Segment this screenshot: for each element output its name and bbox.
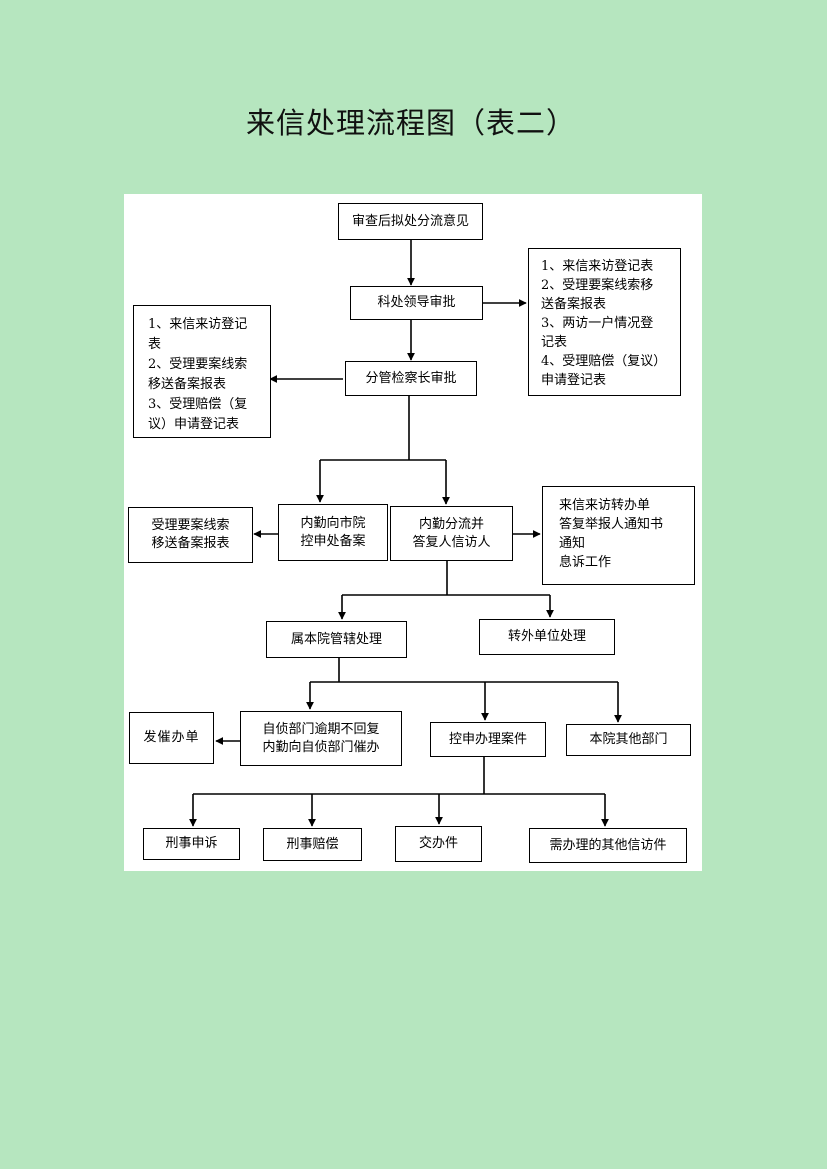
node-own-jurisdiction: 属本院管辖处理 (266, 621, 407, 658)
node-transfer-forms: 来信来访转办单 答复举报人通知书 通知 息诉工作 (542, 486, 695, 585)
node-transfer-unit: 转外单位处理 (479, 619, 615, 655)
transfer-forms-line-2: 答复举报人通知书 (559, 517, 664, 532)
left-forms-line-3: 2、受理要案线索 (148, 357, 248, 372)
case-clue-line-2: 移送备案报表 (151, 536, 230, 551)
left-forms-line-1: 1、来信来访登记 (148, 317, 248, 332)
flowchart-canvas: 审查后拟处分流意见 科处领导审批 1、来信来访登记表 2、受理要案线索移 送备案… (124, 194, 702, 871)
inner-distribution-line-2: 答复人信访人 (412, 534, 491, 550)
node-overdue-dept: 自侦部门逾期不回复 内勤向自侦部门催办 (240, 711, 402, 766)
node-other-depts: 本院其他部门 (566, 724, 691, 756)
node-issue-urge: 发催办单 (129, 712, 214, 764)
node-assigned-items: 交办件 (395, 826, 482, 862)
node-chief-approval: 分管检察长审批 (345, 361, 477, 396)
right-forms-line-5: 记表 (541, 335, 568, 350)
left-forms-line-6: 议）申请登记表 (148, 417, 240, 432)
node-other-letters: 需办理的其他信访件 (529, 828, 687, 863)
overdue-dept-line-2: 内勤向自侦部门催办 (262, 739, 380, 755)
left-forms-line-2: 表 (148, 337, 162, 352)
node-case-clue-report: 受理要案线索 移送备案报表 (128, 507, 253, 563)
city-filing-line-1: 内勤向市院 (300, 515, 366, 531)
right-forms-line-2: 2、受理要案线索移 (541, 278, 654, 293)
node-section-approval: 科处领导审批 (350, 286, 483, 320)
node-criminal-compensation: 刑事赔偿 (263, 828, 362, 861)
transfer-forms-line-4: 息诉工作 (559, 555, 612, 570)
node-inner-distribution: 内勤分流并 答复人信访人 (390, 506, 513, 561)
node-right-forms: 1、来信来访登记表 2、受理要案线索移 送备案报表 3、两访一户情况登 记表 4… (528, 248, 681, 396)
node-city-filing: 内勤向市院 控申处备案 (278, 504, 388, 561)
page-title: 来信处理流程图（表二） (245, 106, 576, 140)
city-filing-line-2: 控申处备案 (300, 533, 366, 549)
node-review-opinion: 审查后拟处分流意见 (338, 203, 483, 240)
right-forms-line-3: 送备案报表 (541, 297, 607, 312)
node-complaint-cases: 控申办理案件 (430, 722, 546, 757)
node-left-forms: 1、来信来访登记 表 2、受理要案线索 移送备案报表 3、受理赔偿（复 议）申请… (133, 305, 271, 438)
right-forms-line-7: 申请登记表 (541, 373, 607, 388)
left-forms-line-5: 3、受理赔偿（复 (148, 397, 248, 412)
right-forms-line-4: 3、两访一户情况登 (541, 316, 654, 331)
transfer-forms-line-3: 通知 (559, 536, 586, 551)
node-criminal-appeal: 刑事申诉 (143, 828, 240, 860)
flowchart-connectors (189, 240, 622, 827)
case-clue-line-1: 受理要案线索 (151, 518, 230, 533)
inner-distribution-line-1: 内勤分流并 (418, 516, 484, 532)
left-forms-line-4: 移送备案报表 (148, 377, 227, 392)
transfer-forms-line-1: 来信来访转办单 (559, 498, 651, 513)
right-forms-line-1: 1、来信来访登记表 (541, 259, 654, 274)
overdue-dept-line-1: 自侦部门逾期不回复 (262, 721, 380, 737)
right-forms-line-6: 4、受理赔偿（复议） (541, 354, 667, 369)
